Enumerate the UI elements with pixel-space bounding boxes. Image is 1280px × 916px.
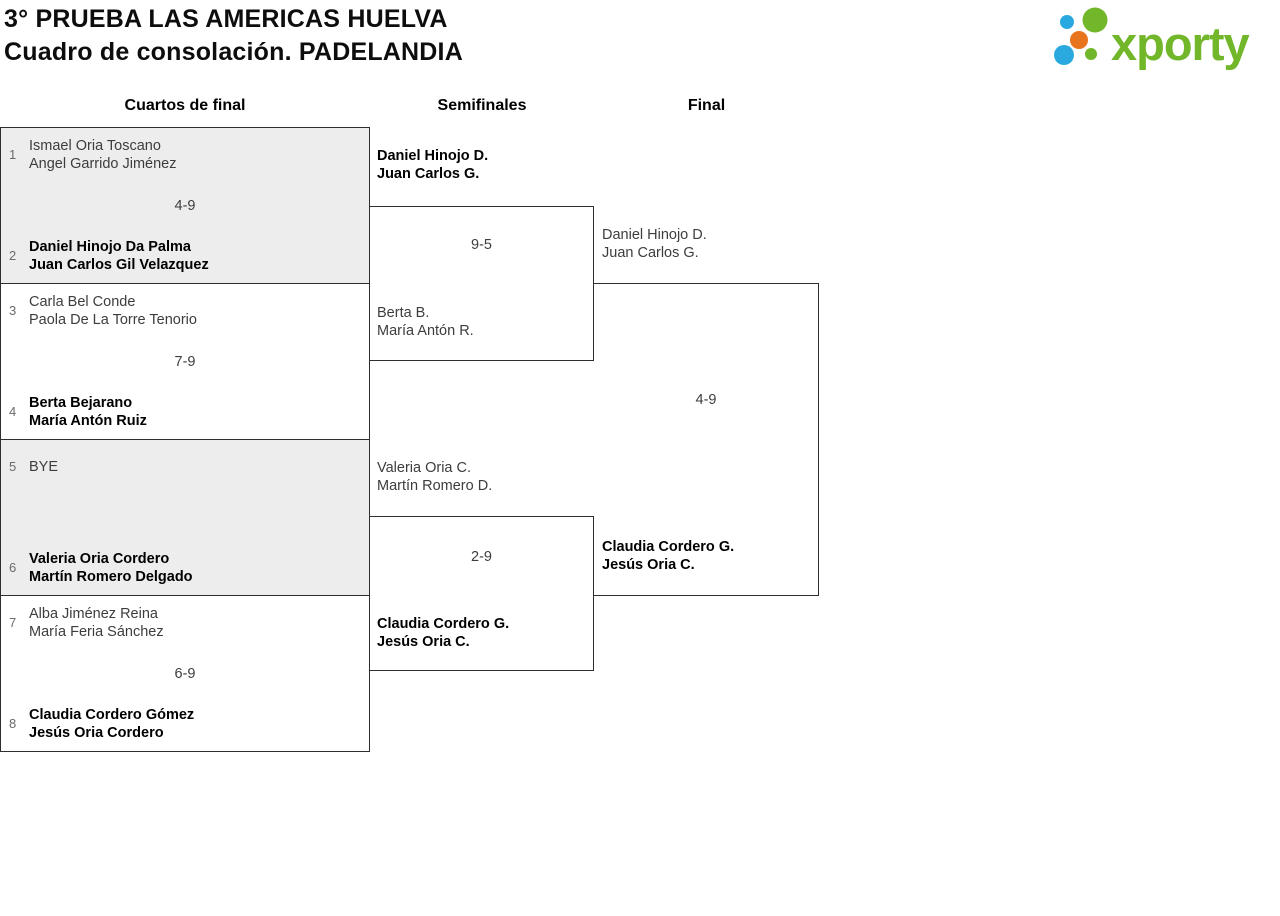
column-header-semifinales: Semifinales <box>437 97 527 114</box>
team-names: Ismael Oria Toscano Angel Garrido Jiméne… <box>29 137 177 173</box>
xporty-logo: xporty <box>1048 2 1280 74</box>
match-qf-2: 3 Carla Bel Conde Paola De La Torre Teno… <box>0 283 370 440</box>
seed-number: 4 <box>9 404 17 419</box>
team-name-line: Jesús Oria C. <box>377 634 470 650</box>
match-qf-1: 1 Ismael Oria Toscano Angel Garrido Jimé… <box>0 127 370 284</box>
team-name-line: Berta Bejarano <box>29 395 133 411</box>
seed-number: 3 <box>9 303 17 318</box>
team-name-line: Carla Bel Conde <box>29 294 136 310</box>
column-header-final: Final <box>687 97 726 114</box>
team-name-line: Jesús Oria C. <box>602 557 695 573</box>
final-score: 4-9 <box>695 392 717 408</box>
team-names: Alba Jiménez Reina María Feria Sánchez <box>29 605 164 641</box>
team-entry: 1 Ismael Oria Toscano Angel Garrido Jimé… <box>9 137 361 173</box>
team-names: Valeria Oria C. Martín Romero D. <box>377 459 492 495</box>
team-name-line: Valeria Oria C. <box>377 460 472 476</box>
team-name-line: Alba Jiménez Reina <box>29 606 158 622</box>
seed-number: 8 <box>9 716 17 731</box>
logo-wordmark: xporty <box>1111 17 1250 70</box>
logo-dot-blue-small <box>1060 15 1074 29</box>
sf1-team-1: Daniel Hinojo D. Juan Carlos G. <box>377 147 488 183</box>
team-names: Daniel Hinojo Da Palma Juan Carlos Gil V… <box>29 238 209 274</box>
match-qf-4: 7 Alba Jiménez Reina María Feria Sánchez… <box>0 595 370 752</box>
sf2-score: 2-9 <box>471 549 492 565</box>
final-team-1: Daniel Hinojo D. Juan Carlos G. <box>602 226 707 262</box>
match-score: 7-9 <box>174 353 196 370</box>
team-names: Berta Bejarano María Antón Ruiz <box>29 394 147 430</box>
logo-dot-green-large <box>1082 7 1108 33</box>
team-name-line: Angel Garrido Jiménez <box>29 156 177 172</box>
final-team-2: Claudia Cordero G. Jesús Oria C. <box>602 538 734 574</box>
match-sf-2-box <box>369 516 594 671</box>
seed-number: 2 <box>9 248 17 263</box>
sf1-team-2: Berta B. María Antón R. <box>377 304 474 340</box>
sf1-score: 9-5 <box>471 237 492 253</box>
team-name-line: Juan Carlos Gil Velazquez <box>29 257 209 273</box>
match-score <box>9 485 361 550</box>
team-names: Valeria Oria Cordero Martín Romero Delga… <box>29 550 193 586</box>
team-name-line: María Feria Sánchez <box>29 624 164 640</box>
team-names: Claudia Cordero Gómez Jesús Oria Cordero <box>29 706 194 742</box>
seed-number: 1 <box>9 147 17 162</box>
team-entry: 4 Berta Bejarano María Antón Ruiz <box>9 394 361 430</box>
team-entry: 7 Alba Jiménez Reina María Feria Sánchez <box>9 605 361 641</box>
column-header-cuartos-de-final: Cuartos de final <box>124 97 246 114</box>
team-name-line: María Antón R. <box>377 323 474 339</box>
team-name-line: Claudia Cordero Gómez <box>29 707 195 723</box>
xporty-logo-icon: xporty <box>1054 7 1251 70</box>
match-score: 4-9 <box>174 197 196 214</box>
team-name-line: Ismael Oria Toscano <box>29 138 161 154</box>
team-name-line: Claudia Cordero G. <box>377 616 510 632</box>
team-name-line: Martín Romero Delgado <box>29 569 193 585</box>
match-final-box <box>593 283 819 596</box>
team-name-line: Daniel Hinojo D. <box>602 227 707 243</box>
team-name-line: Daniel Hinojo D. <box>377 148 489 164</box>
logo-dot-blue-large <box>1054 45 1074 65</box>
team-names: Daniel Hinojo D. Juan Carlos G. <box>602 226 707 262</box>
seed-number: 5 <box>9 459 17 474</box>
team-name-line: Claudia Cordero G. <box>602 539 735 555</box>
team-name-line: Valeria Oria Cordero <box>29 551 170 567</box>
team-name-line: Martín Romero D. <box>377 478 493 494</box>
team-entry: 8 Claudia Cordero Gómez Jesús Oria Corde… <box>9 706 361 742</box>
team-entry: 3 Carla Bel Conde Paola De La Torre Teno… <box>9 293 361 329</box>
match-score: 6-9 <box>174 665 196 682</box>
team-entry: 2 Daniel Hinojo Da Palma Juan Carlos Gil… <box>9 238 361 274</box>
logo-dot-orange <box>1070 31 1088 49</box>
team-names: Berta B. María Antón R. <box>377 304 474 340</box>
team-names: Carla Bel Conde Paola De La Torre Tenori… <box>29 293 197 329</box>
sf2-team-2: Claudia Cordero G. Jesús Oria C. <box>377 615 509 651</box>
team-name-line: María Antón Ruiz <box>29 413 147 429</box>
team-entry: 5 BYE <box>9 449 361 485</box>
seed-number: 6 <box>9 560 17 575</box>
team-names: BYE <box>29 458 58 476</box>
team-name-line: Juan Carlos G. <box>377 166 480 182</box>
header-title-block: 3° PRUEBA LAS AMERICAS HUELVA Cuadro de … <box>4 3 463 69</box>
match-qf-3: 5 BYE 6 Valeria Oria Cordero Martín Rome… <box>0 439 370 596</box>
team-entry: 6 Valeria Oria Cordero Martín Romero Del… <box>9 550 361 586</box>
team-name-line: Jesús Oria Cordero <box>29 725 164 741</box>
seed-number: 7 <box>9 615 17 630</box>
tournament-subtitle: Cuadro de consolación. PADELANDIA <box>4 38 463 66</box>
team-name-line: Paola De La Torre Tenorio <box>29 312 197 328</box>
page-title: 3° PRUEBA LAS AMERICAS HUELVA <box>4 5 448 33</box>
team-name-line: Daniel Hinojo Da Palma <box>29 239 191 255</box>
team-name-line: Berta B. <box>377 305 430 321</box>
team-names: Claudia Cordero G. Jesús Oria C. <box>602 538 734 574</box>
team-names: Claudia Cordero G. Jesús Oria C. <box>377 615 509 651</box>
team-names: Daniel Hinojo D. Juan Carlos G. <box>377 147 488 183</box>
logo-dot-green-small <box>1085 48 1097 60</box>
team-name-line: BYE <box>29 459 59 475</box>
team-name-line: Juan Carlos G. <box>602 245 699 261</box>
sf2-team-1: Valeria Oria C. Martín Romero D. <box>377 459 492 495</box>
